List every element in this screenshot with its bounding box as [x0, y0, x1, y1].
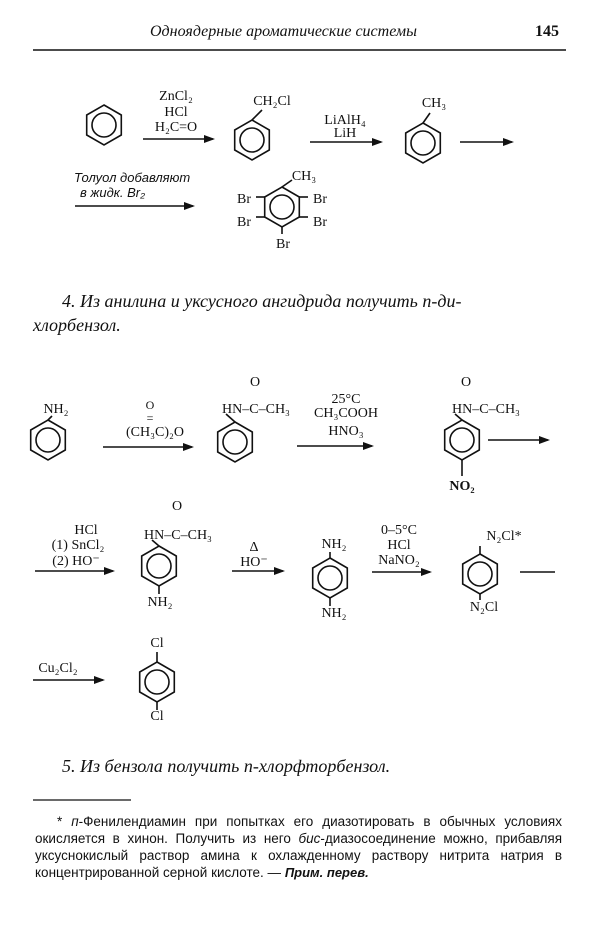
aromatic-circle: [91, 112, 117, 138]
reagent: O: [145, 398, 155, 412]
substituent: NH₂: [321, 537, 347, 552]
page-number: 145: [535, 23, 559, 40]
arrowhead: [94, 676, 105, 684]
reagent: Cu₂Cl₂: [38, 661, 78, 676]
benzene-ring: [233, 119, 271, 161]
reagent: HCl: [74, 523, 98, 538]
arrowhead: [539, 436, 550, 444]
aromatic-circle: [317, 565, 343, 591]
arrowhead: [503, 138, 514, 146]
reagent: HNO₃: [328, 424, 364, 439]
reagent: ZnCl₂: [159, 89, 193, 104]
footnote-italic: п: [71, 814, 79, 829]
benzene-ring: [85, 104, 123, 146]
arrowhead: [184, 202, 195, 210]
reagent: NaNO₂: [378, 553, 420, 568]
substituent: Cl: [150, 709, 164, 724]
reagent: (CH₃C)₂O: [126, 425, 184, 440]
reagent: (1) SnCl₂: [51, 538, 105, 553]
substituent: O: [171, 499, 183, 514]
arrowhead: [183, 443, 194, 451]
reagent: HCl: [387, 538, 411, 553]
reagent: =: [146, 411, 154, 425]
aromatic-circle: [35, 427, 61, 453]
running-header-title: Одноядерные ароматические системы: [150, 23, 417, 40]
substituent: NH₂: [43, 402, 69, 417]
substituent: Br: [313, 192, 327, 207]
reagent: H₂C=O: [154, 120, 198, 135]
task-5-heading: 5. Из бензола получить п-хлорфторбензол.: [62, 756, 391, 776]
substituent: Br: [313, 215, 327, 230]
aromatic-circle: [239, 127, 265, 153]
arrowhead: [274, 567, 285, 575]
aromatic-circle: [449, 427, 475, 453]
substituent: NH₂: [147, 595, 173, 610]
benzene-ring: [443, 419, 481, 461]
condition-text: в жидк. Br₂: [80, 185, 146, 200]
reagent: HO⁻: [240, 555, 268, 570]
arrowhead: [372, 138, 383, 146]
footnote-italic: бис: [298, 831, 321, 846]
benzene-ring: [461, 553, 499, 595]
substituent: Br: [237, 192, 251, 207]
aromatic-circle: [144, 669, 170, 695]
substituent: CH₃: [421, 96, 447, 111]
task-4-heading-cont: хлорбензол.: [33, 315, 121, 335]
substituent: CH₃: [291, 169, 317, 184]
benzene-ring: [140, 545, 178, 587]
footnote-text: -диазосоединение можно, прибавляя уксусн…: [35, 831, 562, 880]
reagent: (2) HO⁻: [52, 554, 100, 569]
substituent: O: [249, 375, 261, 390]
substituent: Br: [276, 237, 290, 252]
benzene-ring: [138, 661, 176, 703]
arrowhead: [104, 567, 115, 575]
condition-text: Толуол добавляют: [74, 170, 191, 185]
substituent: HN–C–CH₃: [452, 402, 520, 417]
substituent: NO₂: [449, 479, 475, 494]
arrowhead: [363, 442, 374, 450]
benzene-ring: [263, 186, 301, 228]
reagent: HCl: [164, 105, 188, 120]
substituent: Cl: [150, 636, 164, 651]
benzene-ring: [29, 419, 67, 461]
reagent: LiAlH₄: [324, 113, 366, 128]
aromatic-circle: [222, 429, 248, 455]
reagent: 0–5°C: [381, 523, 417, 538]
arrowhead: [204, 135, 215, 143]
footnote-mark: *: [57, 814, 63, 829]
translator-note: Прим. перев.: [284, 865, 369, 880]
substituent: O: [460, 375, 472, 390]
substituent: NH₂: [321, 606, 347, 621]
footnote: * п-Фенилендиамин при попытках его диазо…: [35, 813, 562, 881]
substituent: CH₂Cl: [253, 94, 291, 109]
reagent: CH₃COOH: [314, 406, 378, 421]
aromatic-circle: [467, 561, 493, 587]
substituent: HN–C–CH₃: [144, 528, 212, 543]
benzene-ring: [404, 122, 442, 164]
reagent: Δ: [249, 540, 259, 555]
substituent: N₂Cl: [469, 600, 499, 615]
substituent: HN–C–CH₃: [222, 402, 290, 417]
reagent: LiH: [333, 126, 357, 141]
aromatic-circle: [269, 194, 295, 220]
arrowhead: [421, 568, 432, 576]
task-4-heading: 4. Из анилина и уксусного ангидрида полу…: [62, 291, 462, 311]
footnote-text: -Фенилендиамин при попытках его диазотир…: [35, 814, 562, 846]
substituent: N₂Cl*: [486, 529, 522, 544]
benzene-ring: [216, 421, 254, 463]
benzene-ring: [311, 557, 349, 599]
substituent: Br: [237, 215, 251, 230]
aromatic-circle: [410, 130, 436, 156]
aromatic-circle: [146, 553, 172, 579]
reagent: 25°C: [331, 392, 361, 407]
